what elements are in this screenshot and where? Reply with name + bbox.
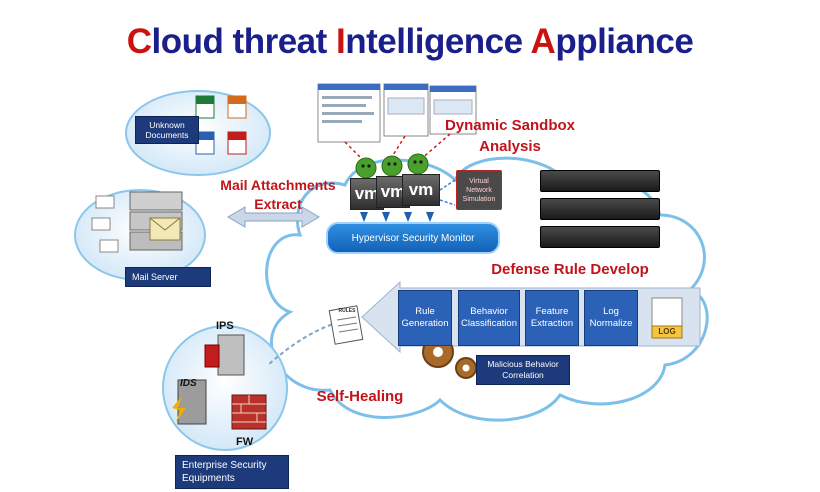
mail-envelope-icon <box>91 195 119 253</box>
fw-label: FW <box>236 436 254 448</box>
rack-server-icon <box>540 226 660 248</box>
log-doc-label: LOG <box>658 327 676 336</box>
self-healing-label: Self-Healing <box>316 388 404 405</box>
vm-instance: vm <box>402 174 440 206</box>
ids-label: IDS <box>180 378 197 389</box>
pdf-doc-icon <box>227 131 247 155</box>
mail-server-icon <box>129 191 183 251</box>
page-title: Cloud threat Intelligence Appliance <box>126 22 694 61</box>
excel-doc-icon <box>195 95 215 119</box>
ids-device-icon <box>172 379 207 425</box>
ips-label: IPS <box>216 320 234 332</box>
unknown-documents-label: Unknown Documents <box>135 116 199 144</box>
rules-doc-label: RULES <box>338 308 356 314</box>
mail-server-label: Mail Server <box>125 267 211 287</box>
defense-rule-label: Defense Rule Develop <box>491 261 649 278</box>
sandbox-screenshots <box>317 83 477 143</box>
mail-attachments-label: Mail Attachments Extract <box>220 177 336 212</box>
malicious-behavior-label: Malicious Behavior Correlation <box>476 355 570 385</box>
virtual-network-simulation: Virtual Network Simulation <box>456 170 502 210</box>
double-arrow <box>227 206 320 228</box>
pipeline-step-feature-extraction: Feature Extraction <box>525 290 579 346</box>
firewall-icon <box>231 394 267 430</box>
hypervisor-security-monitor: Hypervisor Security Monitor <box>326 222 500 254</box>
powerpoint-doc-icon <box>227 95 247 119</box>
rack-server-icon <box>540 198 660 220</box>
pipeline-step-rule-generation: Rule Generation <box>398 290 452 346</box>
rack-server-icon <box>540 170 660 192</box>
dynamic-sandbox-label: Dynamic Sandbox Analysis <box>444 117 576 155</box>
pipeline-step-log-normalize: Log Normalize <box>584 290 638 346</box>
enterprise-security-label: Enterprise Security Equipments <box>175 455 289 489</box>
sandbox-connectors <box>344 133 451 163</box>
monitor-arrows <box>360 212 434 222</box>
rules-document-icon <box>328 305 364 345</box>
ips-device-icon <box>204 334 245 376</box>
log-document-icon <box>651 297 683 339</box>
pipeline-step-behavior-classification: Behavior Classification <box>458 290 520 346</box>
